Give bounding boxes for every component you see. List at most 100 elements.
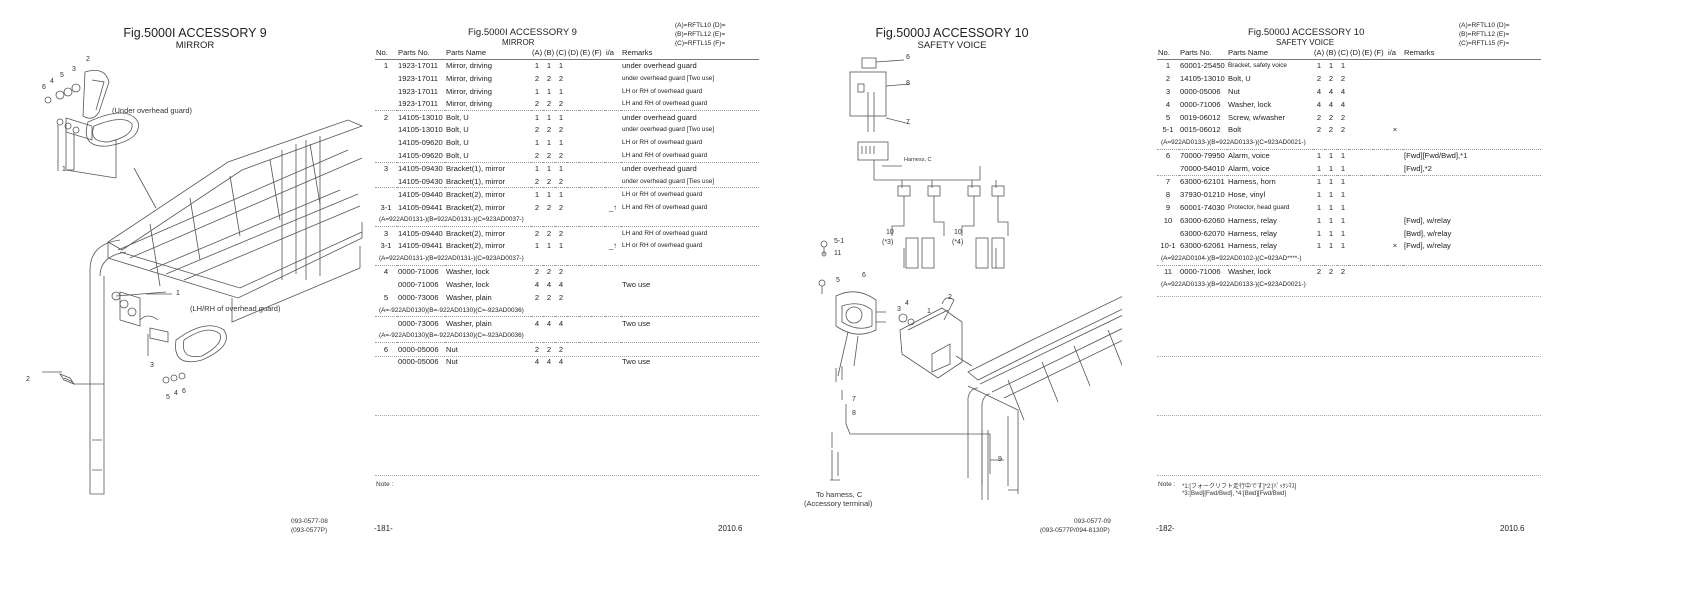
part-name: Mirror, driving [446, 73, 492, 83]
callout-8b: 8 [852, 410, 856, 417]
config-legend: (A)=RFTL10 (D)= (B)=RFTL12 (E)= (C)=RFTL… [1459, 22, 1510, 47]
qty-a: 2 [531, 226, 543, 240]
qty-c: 2 [1340, 112, 1346, 122]
interchange-mark: _↑ [608, 241, 618, 251]
note-line-1: *1:[フォークリフト走行中です]*2:[ﾊﾞｯｸｼﾏｽ] [1182, 484, 1297, 490]
interchange-mark [1387, 59, 1403, 72]
qty-e [579, 264, 591, 279]
qty-f [591, 264, 605, 279]
qty-d [567, 187, 579, 201]
part-number: 63000-62070 [1180, 228, 1225, 238]
qty-e [579, 161, 591, 176]
qty-f [1373, 98, 1387, 111]
qty-d [567, 226, 579, 240]
serial-range-row: (A=922AD0104-)(B=922AD0102-)(C=923AD****… [1157, 252, 1541, 265]
callout-3b: 3 [150, 362, 154, 369]
qty-c: 1 [1340, 215, 1346, 225]
interchange-mark [1387, 214, 1403, 227]
qty-b: 2 [543, 226, 555, 240]
remarks: Two use [622, 280, 651, 290]
part-name: Washer, lock [446, 280, 490, 290]
qty-e [579, 291, 591, 304]
part-name: Bracket(2), mirror [445, 226, 531, 240]
interchange-mark [605, 98, 621, 111]
interchange-mark: _↑ [608, 202, 618, 212]
remarks: LH or RH of overhead guard [621, 187, 759, 201]
interchange-mark [605, 149, 621, 162]
page-2-parts-list: Fig.5000I ACCESSORY 9 MIRROR (A)=RFTL10 … [372, 0, 762, 595]
col-no: No. [375, 47, 397, 60]
part-name: Bolt, U [446, 138, 469, 148]
interchange-mark [1387, 264, 1403, 279]
doc-number: 093-0577-08 [291, 518, 328, 525]
interchange-mark [605, 187, 621, 201]
qty-f [591, 149, 605, 162]
divider [1157, 415, 1541, 416]
qty-d [567, 136, 579, 149]
qty-b: 2 [546, 150, 552, 160]
qty-c: 2 [558, 150, 564, 160]
part-name: Washer, lock [1228, 99, 1272, 109]
divider [1157, 356, 1541, 357]
page-date: 2010.6 [1500, 524, 1525, 533]
callout-6a: 6 [906, 54, 910, 61]
remarks [1403, 85, 1541, 98]
interchange-mark [1387, 72, 1403, 85]
qty-f [1373, 148, 1387, 163]
part-name: Harness, relay [1228, 241, 1277, 251]
qty-c: 2 [555, 342, 567, 356]
qty-a: 1 [534, 138, 540, 148]
col-parts-name: Parts Name [445, 47, 531, 60]
qty-d [567, 355, 579, 368]
serial-range: (A=-922AD0130)(B=-922AD0130)(C=-923AD003… [379, 306, 524, 314]
callout-10b: 10 [954, 229, 962, 236]
item-number: 3 [375, 226, 397, 240]
interchange-mark [605, 316, 621, 330]
page-date: 2010.6 [718, 524, 743, 533]
remarks [621, 264, 759, 279]
qty-f [591, 110, 605, 124]
qty-c: 1 [1340, 202, 1346, 212]
serial-range: (A=922AD0131-)(B=922AD0131-)(C=923AD0037… [379, 255, 524, 263]
part-number: 0000-05006 [1180, 86, 1221, 96]
qty-d [567, 291, 579, 304]
qty-d [1349, 188, 1361, 201]
qty-d [1349, 123, 1361, 136]
interchange-mark [605, 264, 621, 279]
col-a: (A) [1313, 47, 1325, 60]
qty-b: 2 [546, 99, 552, 109]
part-name: Mirror, driving [446, 86, 492, 96]
remarks [1403, 98, 1541, 111]
qty-a: 2 [1316, 73, 1322, 83]
serial-range-row: (A=-922AD0130)(B=-922AD0130)(C=-923AD003… [375, 330, 759, 343]
qty-f [591, 98, 605, 111]
qty-b: 2 [1325, 264, 1337, 279]
remarks [1403, 123, 1541, 136]
interchange-mark [1387, 85, 1403, 98]
qty-d [1349, 227, 1361, 240]
interchange-mark [1387, 162, 1403, 175]
callout-4b: 4 [174, 390, 178, 397]
qty-c: 1 [558, 241, 564, 251]
part-name: Bracket(1), mirror [446, 176, 506, 186]
callout-6b: 6 [862, 272, 866, 279]
callout-8a: 8 [906, 80, 910, 87]
qty-a: 4 [1316, 99, 1322, 109]
item-number: 10-1 [1160, 241, 1176, 251]
part-name: Bracket(2), mirror [446, 241, 506, 251]
callout-1b: 1 [176, 290, 180, 297]
to-harness-label: To harness, C [816, 490, 863, 499]
qty-e [1361, 85, 1373, 98]
remarks: under overhead guard [Two use] [622, 74, 715, 82]
remarks: under overhead guard [622, 61, 697, 71]
item-number: 5 [383, 292, 389, 302]
qty-b: 2 [546, 202, 552, 212]
qty-a: 1 [1316, 228, 1322, 238]
